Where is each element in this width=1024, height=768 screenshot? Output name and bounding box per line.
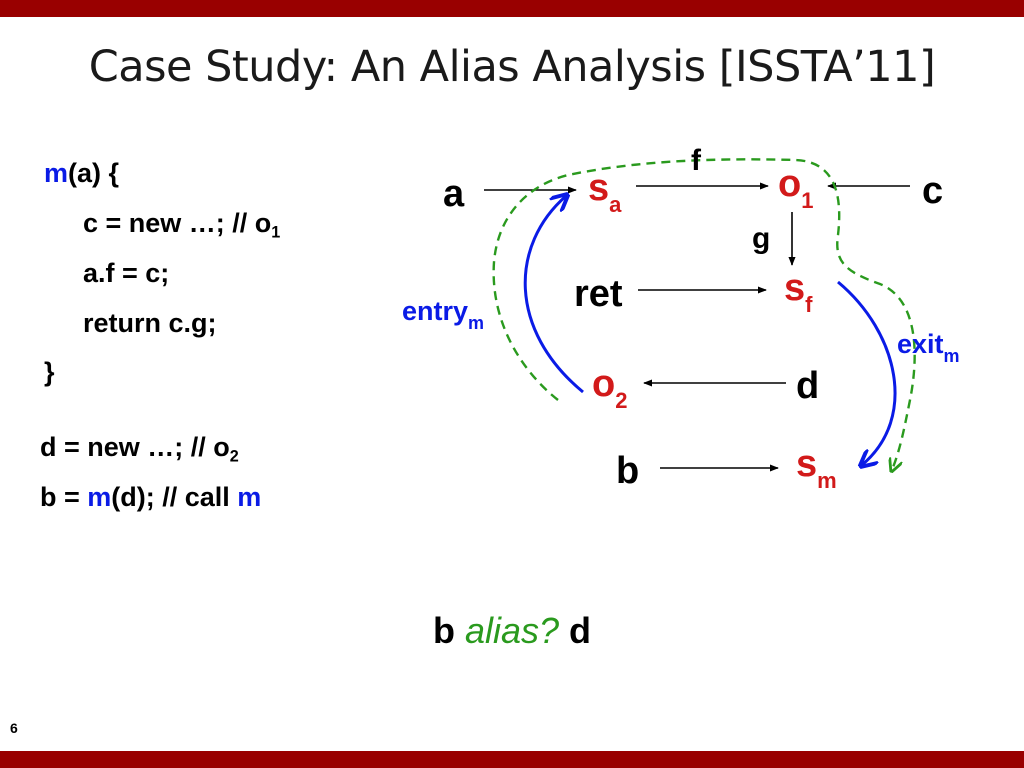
- method-name: m: [237, 482, 262, 512]
- exit-label: exitm: [897, 329, 960, 366]
- node-d: d: [796, 365, 819, 407]
- code-line-7: b = m(d); // call m: [40, 482, 261, 513]
- code-text: b =: [40, 482, 88, 512]
- node-b: b: [616, 450, 639, 492]
- top-banner: [0, 0, 1024, 17]
- question-right: d: [569, 610, 592, 651]
- code-text: a.f = c;: [83, 258, 170, 288]
- edge-label-g: g: [752, 222, 770, 255]
- alias-path: [492, 158, 916, 470]
- code-line-2: c = new …; // o1: [83, 208, 281, 242]
- code-subscript: 2: [229, 447, 239, 466]
- node-s-m: sm: [796, 443, 837, 493]
- node-o-2: o2: [592, 363, 627, 413]
- slide-title: Case Study: An Alias Analysis [ISSTA’11]: [88, 42, 936, 92]
- edge-label-f: f: [691, 144, 702, 177]
- code-text: c = new …; // o: [83, 208, 272, 238]
- page-number: 6: [10, 720, 18, 736]
- node-c: c: [922, 170, 943, 212]
- entry-edge: [523, 196, 584, 394]
- code-text: d = new …; // o: [40, 432, 230, 462]
- code-line-1: m(a) {: [44, 158, 119, 189]
- code-text: }: [44, 357, 55, 387]
- code-line-4: return c.g;: [83, 308, 217, 339]
- node-ret: ret: [574, 273, 623, 315]
- bottom-banner: [0, 751, 1024, 768]
- node-s-a: sa: [588, 167, 622, 217]
- alias-question: b alias? d: [0, 610, 1024, 652]
- code-line-3: a.f = c;: [83, 258, 169, 289]
- node-s-f: sf: [784, 267, 813, 317]
- code-text: (a) {: [68, 158, 120, 188]
- code-subscript: 1: [271, 223, 281, 242]
- exit-edge: [837, 280, 897, 465]
- entry-label: entrym: [402, 296, 484, 333]
- method-name: m: [44, 158, 69, 188]
- code-text: (d); // call: [111, 482, 238, 512]
- code-text: return c.g;: [83, 308, 217, 338]
- question-left: b: [432, 610, 455, 651]
- method-name: m: [87, 482, 112, 512]
- node-o-1: o1: [778, 163, 813, 213]
- question-alias: alias?: [464, 610, 560, 651]
- code-line-5: }: [44, 357, 55, 388]
- code-line-6: d = new …; // o2: [40, 432, 239, 466]
- node-a: a: [443, 173, 465, 215]
